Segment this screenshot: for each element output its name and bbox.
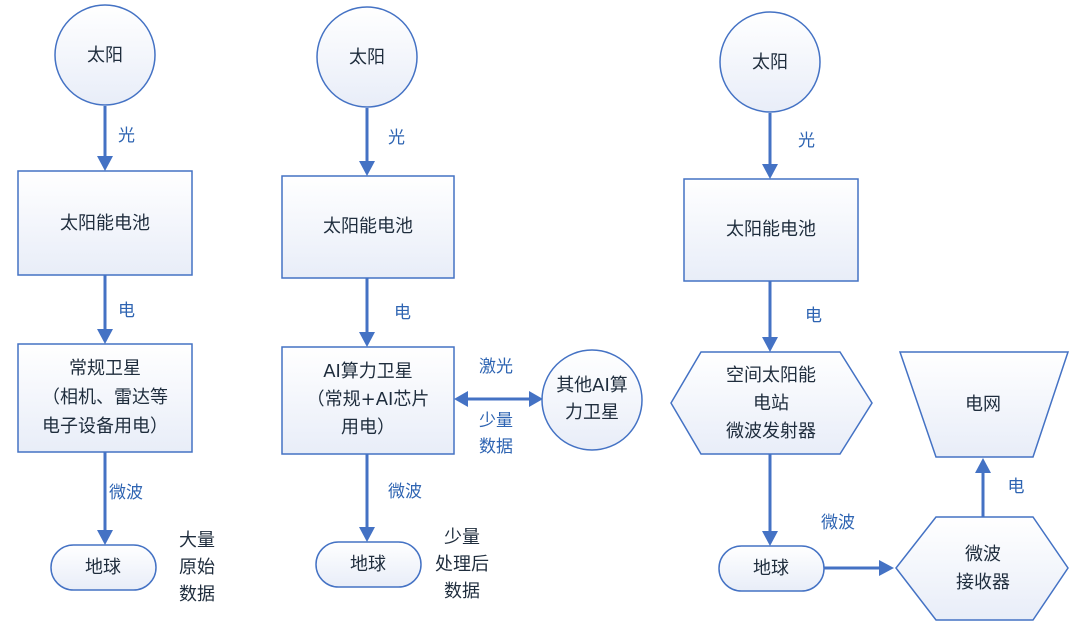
electricity-label: 电 — [394, 303, 411, 323]
light-arrowhead — [97, 156, 113, 171]
peer-data-label-line-2: 数据 — [479, 437, 513, 457]
microwave-label: 微波 — [821, 513, 855, 533]
power-grid-label: 电网 — [965, 394, 1001, 415]
light-label: 光 — [388, 128, 405, 148]
light-arrowhead — [359, 161, 375, 176]
receiver-label-line-2: 接收器 — [956, 572, 1010, 593]
microwave-to-receiver-arrowhead — [879, 560, 894, 576]
microwave-receiver-node — [895, 516, 1069, 621]
microwave-label: 微波 — [109, 483, 143, 503]
solar-cell-node — [281, 175, 455, 279]
solar-cell-label: 太阳能电池 — [323, 216, 413, 237]
light-label: 光 — [798, 131, 815, 151]
ai-satellite-label-line-1: AI算力卫星 — [323, 361, 413, 382]
chain-conventional-satellite: 太阳 光 太阳能电池 电 常规卫星 （相机、雷达等 电子设备用电） 微波 地球 … — [17, 4, 215, 605]
receiver-label-line-1: 微波 — [965, 544, 1001, 565]
light-arrowhead — [762, 164, 778, 179]
earth-label: 地球 — [753, 558, 789, 579]
station-label-line-1: 空间太阳能 — [726, 365, 816, 386]
grid-power-arrowhead — [975, 458, 991, 473]
peer-ai-satellite-label-line-1: 其他AI算 — [556, 375, 628, 396]
earth-label: 地球 — [350, 554, 386, 575]
data-note-line-3: 数据 — [179, 584, 215, 605]
solar-cell-label: 太阳能电池 — [60, 213, 150, 234]
solar-cell-node — [17, 170, 193, 276]
chain-ai-compute-satellite: 太阳 光 太阳能电池 电 AI算力卫星 （常规+AI芯片 用电） 激光 少量 数… — [281, 6, 643, 602]
ai-satellite-label-line-3: 用电） — [341, 417, 395, 438]
earth-node — [315, 541, 422, 588]
electricity-label: 电 — [805, 306, 822, 326]
earth-label: 地球 — [85, 557, 121, 578]
ai-compute-satellite-node — [281, 346, 455, 455]
microwave-arrowhead — [359, 527, 375, 542]
sun-label: 太阳 — [752, 52, 788, 73]
laser-link-arrowhead-right — [529, 391, 543, 407]
station-label-line-3: 微波发射器 — [726, 421, 816, 442]
sun-label: 太阳 — [349, 47, 385, 68]
sun-node — [316, 6, 418, 108]
satellite-label-line-2: （相机、雷达等 — [42, 387, 168, 408]
solar-cell-label: 太阳能电池 — [726, 219, 816, 240]
electricity-arrowhead — [359, 332, 375, 347]
satellite-label-line-1: 常规卫星 — [69, 358, 141, 379]
sun-label: 太阳 — [87, 45, 123, 66]
data-note-line-2: 处理后 — [435, 554, 489, 575]
space-solar-station-transmitter-node — [670, 351, 873, 455]
electricity-arrowhead — [762, 337, 778, 352]
grid-power-label: 电 — [1008, 477, 1025, 497]
electricity-arrowhead — [97, 329, 113, 344]
microwave-down-arrowhead — [762, 531, 778, 546]
laser-label: 激光 — [479, 357, 513, 377]
data-note-line-1: 少量 — [444, 527, 480, 548]
data-note-line-2: 原始 — [179, 557, 215, 578]
data-note-line-1: 大量 — [179, 530, 215, 551]
station-label-line-2: 电站 — [753, 393, 789, 414]
data-note-line-3: 数据 — [444, 581, 480, 602]
light-label: 光 — [118, 126, 135, 146]
microwave-label: 微波 — [388, 482, 422, 502]
peer-ai-satellite-label-line-2: 力卫星 — [565, 402, 619, 423]
sun-node — [54, 4, 156, 106]
chain-space-solar-power-station: 太阳 光 太阳能电池 电 空间太阳能 电站 微波发射器 地球 微波 微波 接收器… — [670, 11, 1070, 621]
earth-node — [50, 544, 157, 591]
solar-cell-node — [683, 178, 859, 282]
electricity-label: 电 — [118, 301, 135, 321]
satellite-label-line-3: 电子设备用电） — [42, 416, 168, 437]
ai-satellite-label-line-2: （常规+AI芯片 — [307, 389, 430, 410]
sun-node — [719, 11, 821, 113]
laser-link-arrowhead-left — [454, 391, 468, 407]
peer-ai-satellite-node — [541, 349, 643, 451]
microwave-arrowhead — [97, 530, 113, 545]
peer-data-label-line-1: 少量 — [479, 411, 513, 431]
power-grid-node — [898, 351, 1070, 458]
